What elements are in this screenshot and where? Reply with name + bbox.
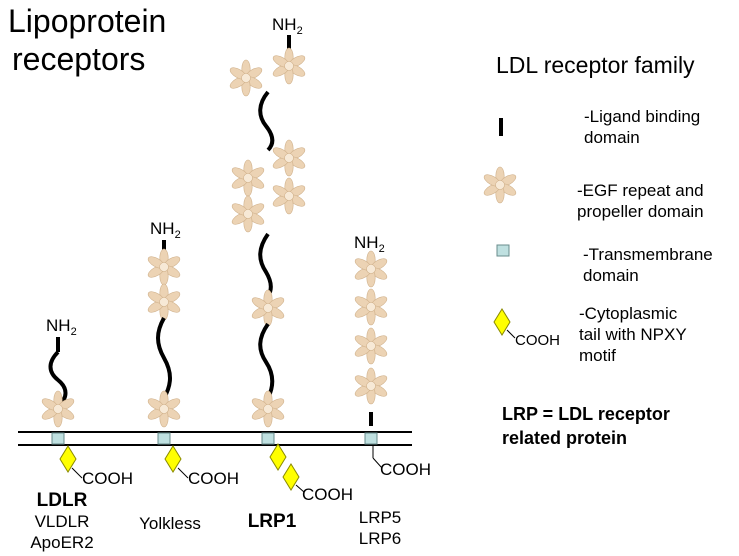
lrp1-cooh-label: COOH <box>302 485 353 504</box>
legend-title: LDL receptor family <box>496 52 695 78</box>
ldlr-cooh-connector <box>71 467 83 479</box>
lrp1-egf-repeat <box>230 195 266 233</box>
legend-cooh-connector <box>506 329 516 339</box>
ldlr-nh2-label: NH2 <box>46 316 77 338</box>
lrp1-name: LRP1 <box>247 511 297 532</box>
yolkless-cooh-connector <box>177 467 189 479</box>
note-line-1: LRP = LDL receptor <box>502 404 670 424</box>
ldlr-egf-repeat <box>40 390 76 428</box>
yolkless-egf-repeat <box>146 390 182 428</box>
receptor-label-ldlr: LDLR VLDLR ApoER2 <box>24 490 100 553</box>
apoer2-name: ApoER2 <box>30 533 94 552</box>
lrp1-egf-repeat <box>271 139 307 177</box>
lrp5-6-egf-repeat <box>353 288 389 326</box>
ldlr-ligand-domain <box>48 350 68 408</box>
lrp5-name: LRP5 <box>358 508 402 527</box>
ldlr-cytoplasmic-tail <box>59 445 77 473</box>
lrp1-ligand-domain <box>258 232 273 298</box>
lrp1-cooh-connector <box>295 484 305 493</box>
legend-tm-text: -Transmembrane domain <box>583 244 713 286</box>
vldlr-name: VLDLR <box>34 512 90 531</box>
legend-egf-line-2: propeller domain <box>577 202 704 221</box>
lrp1-receptor: NH2 COOH <box>228 15 353 504</box>
legend-ligand-line-2: domain <box>584 128 640 147</box>
legend-cyto-line-1: -Cytoplasmic <box>579 304 678 323</box>
ldlr-name: LDLR <box>36 490 88 511</box>
legend-egf-text: -EGF repeat and propeller domain <box>577 180 704 222</box>
lrp-note: LRP = LDL receptor related protein <box>502 402 670 450</box>
lrp1-cytoplasmic-tail-1 <box>269 443 287 471</box>
legend-egf-icon <box>482 166 518 204</box>
note-line-2: related protein <box>502 428 628 448</box>
lrp5-6-egf-repeat <box>353 367 389 405</box>
lrp1-nh2-label: NH2 <box>272 15 303 37</box>
lrp5-6-egf-repeat <box>353 250 389 288</box>
page-title: Lipoprotein receptors <box>8 2 166 78</box>
lrp5-6-receptor: NH2 COOH <box>353 233 431 479</box>
legend-tm-line-2: domain <box>583 266 639 285</box>
lrp5-6-cooh-connector <box>372 457 383 469</box>
ldlr-cooh-label: COOH <box>82 469 133 488</box>
legend-cyto-line-2: tail with NPXY <box>579 325 687 344</box>
lrp1-ligand-domain <box>258 90 275 152</box>
yolkless-nh2-label: NH2 <box>150 219 181 241</box>
lrp5-6-nh2-label: NH2 <box>354 233 385 255</box>
yolkless-egf-repeat <box>146 248 182 286</box>
lrp1-egf-repeat <box>230 159 266 197</box>
ldlr-transmembrane-domain <box>51 432 65 445</box>
lrp1-egf-repeat <box>271 47 307 85</box>
lrp1-ligand-domain <box>258 322 275 399</box>
yolkless-egf-repeat <box>146 283 182 321</box>
receptor-label-lrp5-6: LRP5 LRP6 <box>348 507 412 549</box>
legend-egf-line-1: -EGF repeat and <box>577 181 704 200</box>
lrp1-egf-repeat <box>250 289 286 327</box>
yolkless-receptor: NH2 COOH <box>146 219 239 488</box>
lrp5-6-egf-repeat <box>353 327 389 365</box>
legend-ligand-line-1: -Ligand binding <box>584 107 701 126</box>
lrp5-6-cooh-label: COOH <box>380 460 431 479</box>
legend-cyto-line-3: motif <box>579 346 616 365</box>
receptor-label-lrp1: LRP1 <box>240 511 304 532</box>
legend-tm-line-1: -Transmembrane <box>583 245 713 264</box>
lrp1-egf-repeat <box>228 59 264 97</box>
title-line-1: Lipoprotein <box>8 3 167 39</box>
lrp1-transmembrane-domain <box>261 432 275 445</box>
lrp5-6-transmembrane-domain <box>364 432 378 445</box>
lrp1-egf-repeat <box>250 390 286 428</box>
lrp6-name: LRP6 <box>358 529 402 548</box>
legend-ligand-text: -Ligand binding domain <box>584 106 700 148</box>
receptor-label-yolkless: Yolkless <box>139 514 201 533</box>
yolkless-transmembrane-domain <box>157 432 171 445</box>
yolkless-cooh-label: COOH <box>188 469 239 488</box>
yolkless-ligand-domain <box>156 317 172 399</box>
legend-cyto-text: -Cytoplasmic tail with NPXY motif <box>579 303 687 366</box>
title-line-2: receptors <box>12 41 146 77</box>
ldlr-receptor: NH2 COOH <box>40 316 133 488</box>
legend-tm-icon <box>496 244 510 257</box>
legend-cooh-label: COOH <box>515 332 560 349</box>
lrp1-egf-repeat <box>271 177 307 215</box>
